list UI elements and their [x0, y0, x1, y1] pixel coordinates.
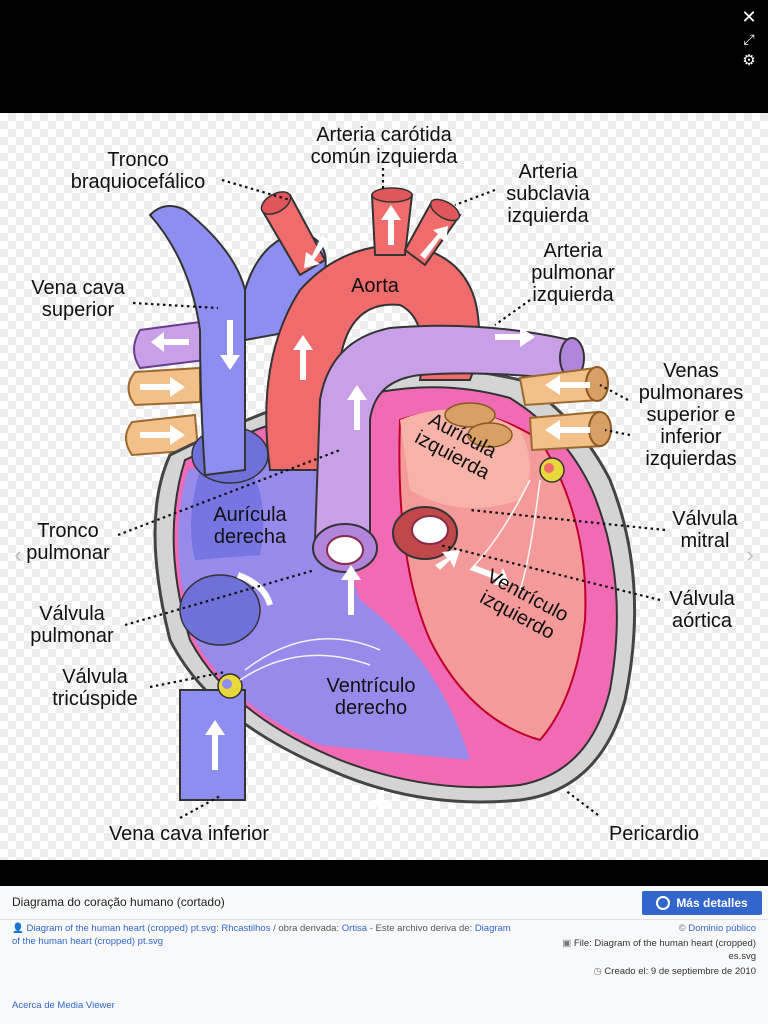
svg-text:izquierda: izquierda [532, 284, 614, 306]
file-metadata: © Dominio público ▣ File: Diagram of the… [556, 922, 756, 980]
label-auricula-derecha: Aurícula [213, 504, 287, 526]
svg-text:derecha: derecha [214, 526, 287, 548]
more-details-label: Más detalles [676, 896, 748, 910]
file-icon: ▣ [562, 938, 572, 949]
user-icon: 👤 [12, 923, 24, 934]
credits: 👤 Diagram of the human heart (cropped) p… [12, 923, 511, 947]
label-valvula-tricuspide: Válvula [62, 666, 128, 688]
clock-icon: ◷ [593, 966, 602, 977]
wikimedia-icon [656, 896, 671, 910]
tricuspid-valve [217, 673, 243, 699]
label-tronco-braquio: Tronco [107, 149, 169, 171]
svg-text:derecho: derecho [335, 697, 407, 719]
svg-text:superior: superior [42, 299, 115, 321]
panel-divider [0, 919, 768, 920]
leader-lines [117, 168, 666, 819]
credit-derivative-author-link[interactable]: Ortisa [341, 923, 368, 934]
label-valvula-aortica: Válvula [669, 588, 735, 610]
svg-text:pulmonar: pulmonar [26, 542, 110, 564]
public-domain-icon: © [678, 923, 686, 934]
diagram-labels: Tronco braquiocefálico Arteria carótida … [26, 124, 743, 845]
label-venas-pulmonares: Venas [663, 360, 719, 382]
metadata-panel: Diagrama do coração humano (cortado) Más… [0, 886, 768, 1024]
svg-text:común izquierda: común izquierda [311, 146, 459, 168]
flow-arrows [140, 205, 590, 812]
about-media-viewer-link[interactable]: Acerca de Media Viewer [12, 1000, 115, 1011]
label-vena-cava-superior: Vena cava [31, 277, 125, 299]
label-valvula-pulmonar: Válvula [39, 603, 105, 625]
svg-text:pulmonar: pulmonar [531, 262, 615, 284]
svg-text:superior e: superior e [647, 404, 736, 426]
viewer-toolbar: ✕ ⤢ ⚙ [0, 0, 768, 113]
label-subclavia: Arteria [519, 161, 579, 183]
label-tronco-pulmonar: Tronco [37, 520, 99, 542]
credit-derived-from-link[interactable]: Diagram of the human heart (cropped) pt.… [12, 923, 511, 947]
image-title: Diagrama do coração humano (cortado) [12, 895, 225, 909]
svg-text:aórtica: aórtica [672, 610, 733, 632]
license-link[interactable]: Dominio público [688, 923, 756, 934]
mitral-valve [539, 457, 565, 483]
aortic-valve [392, 506, 458, 560]
pulmonary-valve [312, 523, 378, 573]
credit-source-link[interactable]: Diagram of the human heart (cropped) pt.… [26, 923, 217, 934]
label-pericardio: Pericardio [609, 823, 699, 845]
more-details-button[interactable]: Más detalles [642, 891, 762, 915]
close-icon[interactable]: ✕ [741, 7, 757, 27]
svg-text:inferior: inferior [660, 426, 721, 448]
next-image-icon[interactable]: › [746, 542, 754, 567]
created-date: Creado el: 9 de septiembre de 2010 [604, 966, 756, 977]
fullscreen-icon[interactable]: ⤢ [743, 31, 755, 47]
label-valvula-mitral: Válvula [672, 508, 738, 530]
file-name: File: Diagram of the human heart (croppe… [573, 938, 756, 962]
svg-text:subclavia: subclavia [506, 183, 590, 205]
heart-diagram: Tronco braquiocefálico Arteria carótida … [26, 124, 743, 845]
superior-vena-cava [148, 205, 246, 477]
label-carotida: Arteria carótida [316, 124, 452, 146]
gear-icon[interactable]: ⚙ [742, 52, 756, 69]
credit-author-link[interactable]: Rhcastilhos [221, 923, 271, 934]
svg-text:pulmonares: pulmonares [639, 382, 744, 404]
label-aorta: Aorta [351, 275, 400, 297]
label-arteria-pulmonar: Arteria [544, 240, 604, 262]
svg-text:tricúspide: tricúspide [52, 688, 138, 710]
previous-image-icon[interactable]: ‹ [14, 542, 22, 567]
svg-text:pulmonar: pulmonar [30, 625, 114, 647]
label-vena-cava-inferior: Vena cava inferior [109, 823, 269, 845]
svg-text:mitral: mitral [681, 530, 730, 552]
svg-text:izquierdas: izquierdas [645, 448, 736, 470]
image-stage: Tronco braquiocefálico Arteria carótida … [0, 113, 768, 860]
stage-bottom-strip [0, 860, 768, 886]
svg-text:braquiocefálico: braquiocefálico [71, 171, 206, 193]
label-ventriculo-derecho: Ventrículo [327, 675, 416, 697]
svg-text:izquierda: izquierda [507, 205, 589, 227]
